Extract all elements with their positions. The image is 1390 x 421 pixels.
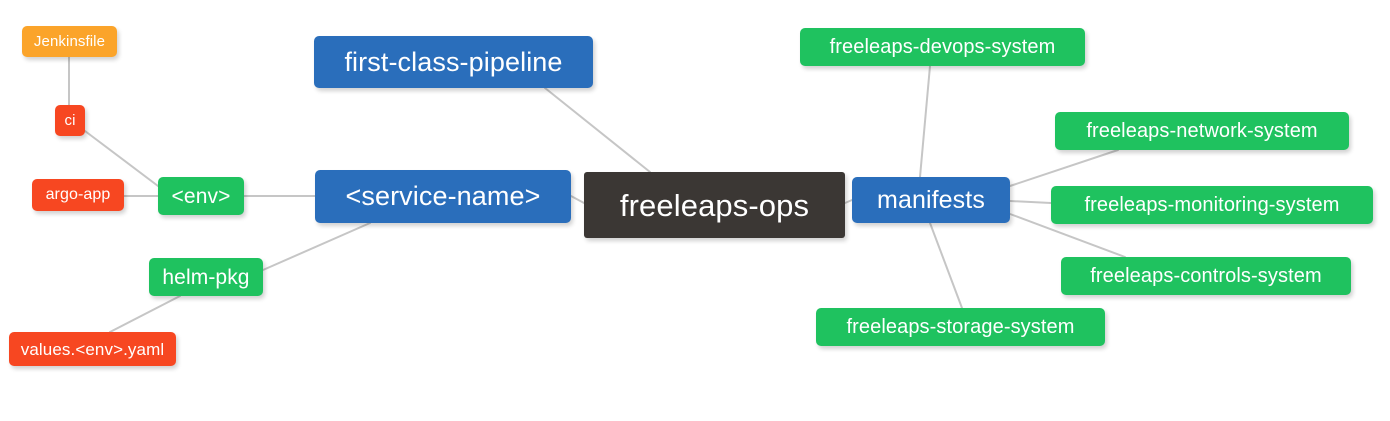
mindmap-node-freeleaps-controls-system[interactable]: freeleaps-controls-system xyxy=(1061,257,1351,295)
mindmap-node-ci[interactable]: ci xyxy=(55,105,85,136)
edge-manifests-devops xyxy=(919,65,931,178)
mindmap-node-freeleaps-ops[interactable]: freeleaps-ops xyxy=(584,172,845,238)
mindmap-node-helm-pkg[interactable]: helm-pkg xyxy=(149,258,263,296)
node-label: <env> xyxy=(171,184,231,208)
edge-pipeline-root xyxy=(544,87,651,173)
node-label: <service-name> xyxy=(345,181,541,211)
mindmap-node-env[interactable]: <env> xyxy=(158,177,244,215)
mindmap-node-jenkinsfile[interactable]: Jenkinsfile xyxy=(22,26,117,57)
node-label: manifests xyxy=(877,185,985,214)
node-label: Jenkinsfile xyxy=(33,33,106,50)
edge-manifests-storage xyxy=(929,222,963,309)
edge-helm-values xyxy=(109,295,181,333)
node-label: values.<env>.yaml xyxy=(20,339,165,359)
mindmap-node-values-env-yaml[interactable]: values.<env>.yaml xyxy=(9,332,176,366)
mindmap-node-freeleaps-devops-system[interactable]: freeleaps-devops-system xyxy=(800,28,1085,66)
node-label: freeleaps-network-system xyxy=(1086,120,1318,142)
edge-manifests-network xyxy=(1009,149,1119,187)
node-label: freeleaps-monitoring-system xyxy=(1084,194,1340,216)
node-label: argo-app xyxy=(45,186,111,203)
mindmap-node-service-name[interactable]: <service-name> xyxy=(315,170,571,223)
mindmap-node-freeleaps-network-system[interactable]: freeleaps-network-system xyxy=(1055,112,1349,150)
edge-manifests-monitoring xyxy=(1009,200,1052,204)
node-label: freeleaps-ops xyxy=(619,187,810,223)
node-label: freeleaps-storage-system xyxy=(846,316,1075,338)
edge-manifests-controls xyxy=(1009,213,1126,258)
mindmap-node-manifests[interactable]: manifests xyxy=(852,177,1010,223)
mindmap-node-argo-app[interactable]: argo-app xyxy=(32,179,124,211)
edge-service-helm xyxy=(262,222,371,271)
edge-env-ci xyxy=(84,130,159,187)
edge-root-service xyxy=(570,195,585,204)
mindmap-node-freeleaps-storage-system[interactable]: freeleaps-storage-system xyxy=(816,308,1105,346)
node-label: first-class-pipeline xyxy=(344,46,563,77)
edge-root-manifests xyxy=(844,199,853,204)
mindmap-node-first-class-pipeline[interactable]: first-class-pipeline xyxy=(314,36,593,88)
node-label: freeleaps-devops-system xyxy=(829,36,1056,58)
node-label: freeleaps-controls-system xyxy=(1090,265,1322,287)
node-label: ci xyxy=(64,112,76,129)
node-label: helm-pkg xyxy=(162,265,250,289)
mindmap-node-freeleaps-monitoring-system[interactable]: freeleaps-monitoring-system xyxy=(1051,186,1373,224)
